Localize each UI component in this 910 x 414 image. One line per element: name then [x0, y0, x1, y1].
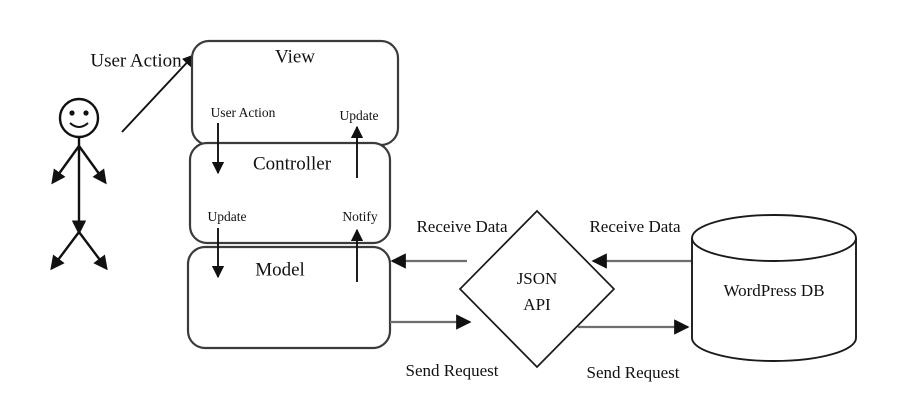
label-json-api-line2: API	[523, 295, 551, 314]
person-smile-icon	[69, 122, 89, 128]
label-wordpress-db: WordPress DB	[723, 281, 824, 300]
label-view-title: View	[275, 46, 315, 67]
label-model-title: Model	[255, 259, 305, 280]
label-api-to-db: Send Request	[586, 363, 679, 382]
model-box	[186, 245, 392, 350]
label-model-to-controller: Notify	[342, 209, 377, 224]
person-left-leg	[50, 231, 80, 271]
wordpress-db-cylinder	[691, 214, 857, 362]
json-api-diamond	[458, 209, 616, 369]
person-right-eye-icon	[83, 110, 89, 116]
person-left-eye-icon	[69, 110, 75, 116]
label-controller-to-model: Update	[208, 209, 247, 224]
label-model-to-api: Send Request	[405, 361, 498, 380]
label-controller-title: Controller	[253, 153, 332, 174]
edge-user-to-view	[121, 54, 195, 133]
label-db-to-api: Receive Data	[589, 217, 681, 236]
stick-figure-user	[50, 97, 108, 271]
person-right-arm	[78, 145, 107, 185]
label-view-to-controller: User Action	[211, 105, 276, 120]
label-json-api-line1: JSON	[517, 269, 558, 288]
label-api-to-model: Receive Data	[416, 217, 508, 236]
cylinder-body	[691, 238, 857, 362]
cylinder-top-ellipse	[691, 214, 857, 262]
person-head-icon	[58, 97, 100, 139]
label-user-action-main: User Action	[90, 50, 182, 71]
person-left-arm	[51, 145, 80, 185]
person-right-leg	[78, 231, 108, 271]
label-controller-to-view: Update	[340, 108, 379, 123]
controller-box	[188, 141, 392, 245]
